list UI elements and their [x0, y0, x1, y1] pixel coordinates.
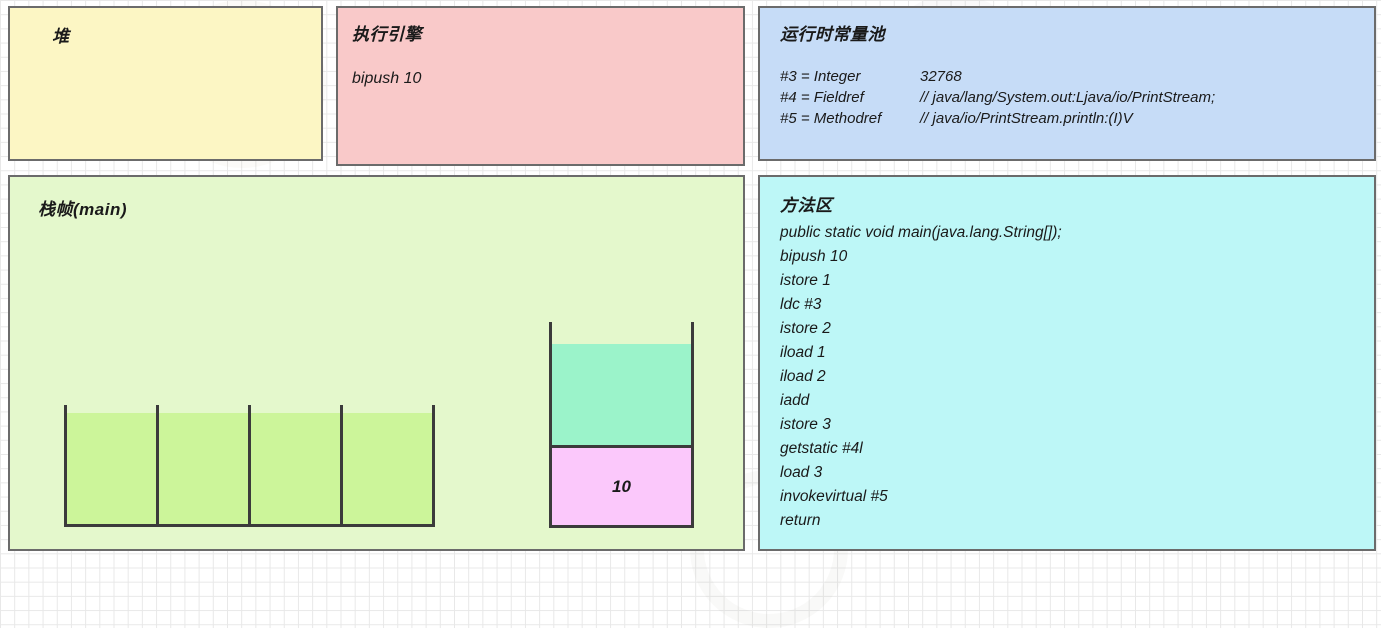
method-area-code-line: istore 1 [780, 272, 831, 289]
method-area-code-line: getstatic #4l [780, 440, 863, 457]
local-variable-slot-divider [340, 405, 343, 527]
method-area-title: 方法区 [780, 196, 833, 215]
operand-stack-left-wall [549, 322, 552, 528]
method-area-code-list: public static void main(java.lang.String… [780, 221, 1062, 533]
method-area-code-line: ldc #3 [780, 296, 822, 313]
method-area-code-line: istore 3 [780, 416, 831, 433]
constant-pool-entry: #3 = Integer 32768 [780, 66, 1215, 87]
local-variable-slot-divider [248, 405, 251, 527]
local-variable-slot-divider [432, 405, 435, 527]
local-variable-slot-divider [64, 405, 67, 527]
method-area-code-line: iload 1 [780, 344, 826, 361]
runtime-constant-pool-title: 运行时常量池 [780, 25, 885, 44]
method-area-code-line: load 3 [780, 464, 823, 481]
stack-frame-title: 栈帧(main) [38, 200, 127, 219]
execution-engine-title: 执行引擎 [352, 25, 422, 44]
constant-pool-entry-index: #3 = Integer [780, 68, 861, 85]
method-area-code-line: iload 2 [780, 368, 826, 385]
method-area-code-line: invokevirtual #5 [780, 488, 888, 505]
constant-pool-entry: #4 = Fieldref // java/lang/System.out:Lja… [780, 87, 1215, 108]
method-area-region: 方法区 public static void main(java.lang.St… [758, 175, 1376, 551]
operand-stack: 10 [549, 322, 694, 528]
runtime-constant-pool-region: 运行时常量池 #3 = Integer 32768 #4 = Fieldref // … [758, 6, 1376, 161]
constant-pool-entry-value: 32768 [920, 68, 962, 85]
operand-stack-empty-space [552, 344, 691, 445]
local-variable-slot-divider [156, 405, 159, 527]
method-area-code-line: public static void main(java.lang.String… [780, 224, 1062, 241]
operand-stack-cell: 10 [552, 445, 691, 525]
heap-region: 堆 [8, 6, 323, 161]
method-area-code-line: return [780, 512, 821, 529]
method-area-code-line: iadd [780, 392, 810, 409]
method-area-code-line: bipush 10 [780, 248, 848, 265]
local-variable-table [64, 405, 435, 527]
operand-stack-baseline [549, 525, 694, 528]
constant-pool-entry-value: // java/lang/System.out:Ljava/io/PrintSt… [920, 89, 1216, 106]
stack-frame-region: 栈帧(main) 10 [8, 175, 745, 551]
operand-stack-cell-value: 10 [612, 476, 631, 496]
execution-engine-region: 执行引擎 bipush 10 [336, 6, 745, 166]
current-instruction: bipush 10 [352, 70, 422, 87]
constant-pool-entry-index: #4 = Fieldref [780, 89, 864, 106]
operand-stack-right-wall [691, 322, 694, 528]
method-area-code-line: istore 2 [780, 320, 831, 337]
heap-title: 堆 [52, 27, 70, 46]
constant-pool-entry-value: // java/io/PrintStream.println:(I)V [920, 110, 1133, 127]
constant-pool-entry-index: #5 = Methodref [780, 110, 882, 127]
constant-pool-entry-list: #3 = Integer 32768 #4 = Fieldref // java/la… [780, 66, 1215, 129]
constant-pool-entry: #5 = Methodref // java/io/PrintStream.pri… [780, 108, 1215, 129]
